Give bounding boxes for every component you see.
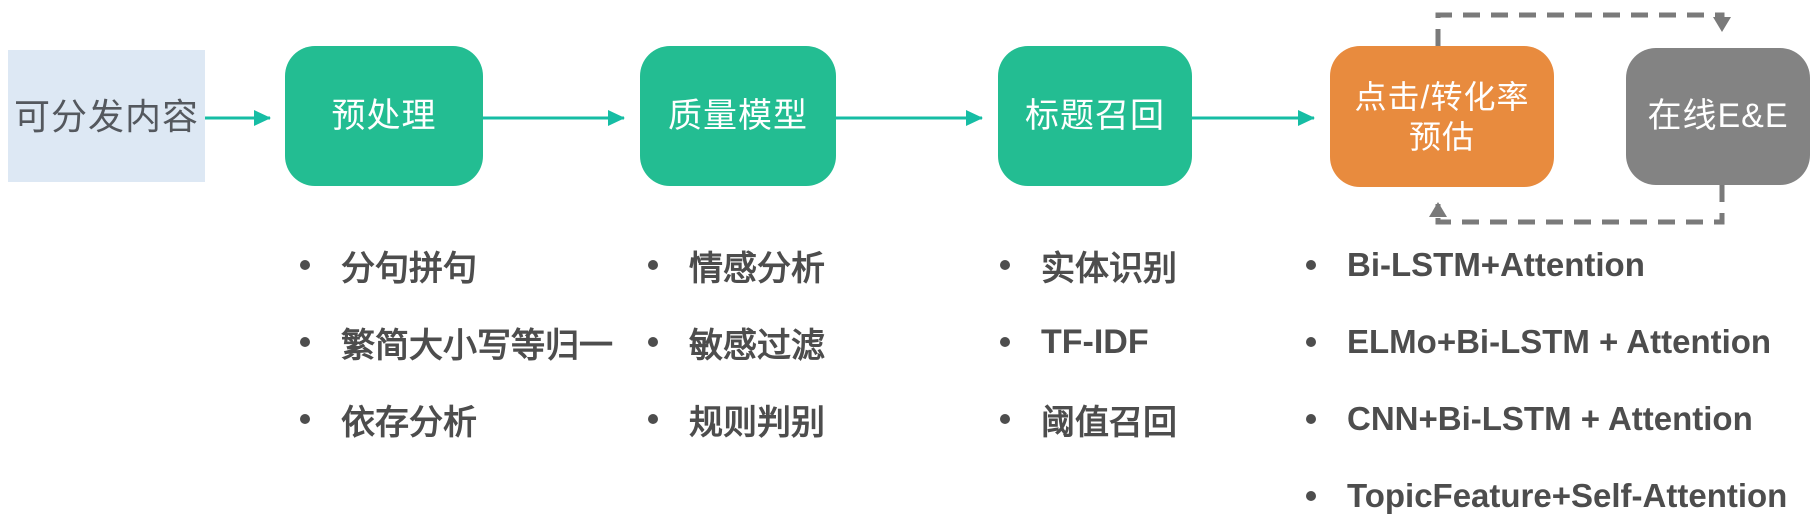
flow-box-source: 可分发内容 bbox=[8, 50, 205, 182]
list-item-label: 依存分析 bbox=[341, 403, 477, 442]
list-item-label: 规则判别 bbox=[689, 403, 825, 442]
list-item-label: ELMo+Bi-LSTM + Attention bbox=[1347, 323, 1772, 360]
bullet-icon bbox=[648, 414, 658, 424]
list-item-label: CNN+Bi-LSTM + Attention bbox=[1347, 400, 1753, 437]
list-item: 实体识别 bbox=[1000, 244, 1177, 288]
bullet-list-preprocess: 分句拼句 繁简大小写等归一 依存分析 bbox=[300, 244, 613, 475]
feedback-loop-bottom-path bbox=[1429, 185, 1725, 225]
list-item-label: 繁简大小写等归一 bbox=[341, 326, 613, 365]
flow-box-quality-model-label: 质量模型 bbox=[668, 96, 808, 135]
list-item: 情感分析 bbox=[648, 244, 825, 288]
bullet-list-models: Bi-LSTM+Attention ELMo+Bi-LSTM + Attenti… bbox=[1306, 244, 1787, 528]
list-item: 敏感过滤 bbox=[648, 321, 825, 365]
flow-box-online-ee: 在线E&E bbox=[1626, 48, 1810, 185]
bullet-icon bbox=[300, 260, 310, 270]
bullet-icon bbox=[1306, 260, 1316, 270]
bullet-icon bbox=[648, 260, 658, 270]
list-item: TF-IDF bbox=[1000, 321, 1177, 363]
list-item: Bi-LSTM+Attention bbox=[1306, 244, 1787, 286]
flow-box-ctr-estimate-label-line2: 预估 bbox=[1408, 118, 1475, 155]
list-item-label: Bi-LSTM+Attention bbox=[1347, 246, 1645, 283]
list-item: 阈值召回 bbox=[1000, 398, 1177, 442]
bullet-icon bbox=[1000, 337, 1010, 347]
list-item-label: TopicFeature+Self-Attention bbox=[1347, 477, 1788, 514]
bullet-list-quality: 情感分析 敏感过滤 规则判别 bbox=[648, 244, 825, 475]
list-item-label: 情感分析 bbox=[689, 249, 825, 288]
bullet-icon bbox=[648, 337, 658, 347]
flow-box-ctr-estimate-label-line1: 点击/转化率 bbox=[1354, 78, 1530, 115]
flow-box-source-label: 可分发内容 bbox=[13, 95, 199, 137]
bullet-list-recall: 实体识别 TF-IDF 阈值召回 bbox=[1000, 244, 1177, 475]
list-item: TopicFeature+Self-Attention bbox=[1306, 475, 1787, 517]
bullet-icon bbox=[1000, 414, 1010, 424]
flow-box-title-recall-label: 标题召回 bbox=[1025, 96, 1165, 135]
list-item-label: TF-IDF bbox=[1041, 322, 1149, 361]
bullet-icon bbox=[1306, 491, 1316, 501]
list-item-label: 敏感过滤 bbox=[689, 326, 825, 365]
bullet-icon bbox=[300, 337, 310, 347]
list-item-label: 实体识别 bbox=[1041, 249, 1177, 288]
flow-box-quality-model: 质量模型 bbox=[640, 46, 836, 186]
flow-box-preprocess: 预处理 bbox=[285, 46, 483, 186]
feedback-loop-top-path bbox=[1435, 12, 1731, 46]
flow-box-ctr-estimate: 点击/转化率 预估 bbox=[1330, 46, 1554, 187]
list-item-label: 分句拼句 bbox=[341, 249, 477, 288]
bullet-icon bbox=[300, 414, 310, 424]
flow-box-title-recall: 标题召回 bbox=[998, 46, 1192, 186]
list-item: 规则判别 bbox=[648, 398, 825, 442]
list-item: CNN+Bi-LSTM + Attention bbox=[1306, 398, 1787, 440]
bullet-icon bbox=[1306, 414, 1316, 424]
list-item-label: 阈值召回 bbox=[1041, 403, 1177, 442]
bullet-icon bbox=[1000, 260, 1010, 270]
list-item: ELMo+Bi-LSTM + Attention bbox=[1306, 321, 1787, 363]
flow-box-online-ee-label: 在线E&E bbox=[1647, 97, 1789, 136]
list-item: 分句拼句 bbox=[300, 244, 613, 288]
flow-box-preprocess-label: 预处理 bbox=[331, 96, 437, 135]
list-item: 繁简大小写等归一 bbox=[300, 321, 613, 365]
list-item: 依存分析 bbox=[300, 398, 613, 442]
bullet-icon bbox=[1306, 337, 1316, 347]
